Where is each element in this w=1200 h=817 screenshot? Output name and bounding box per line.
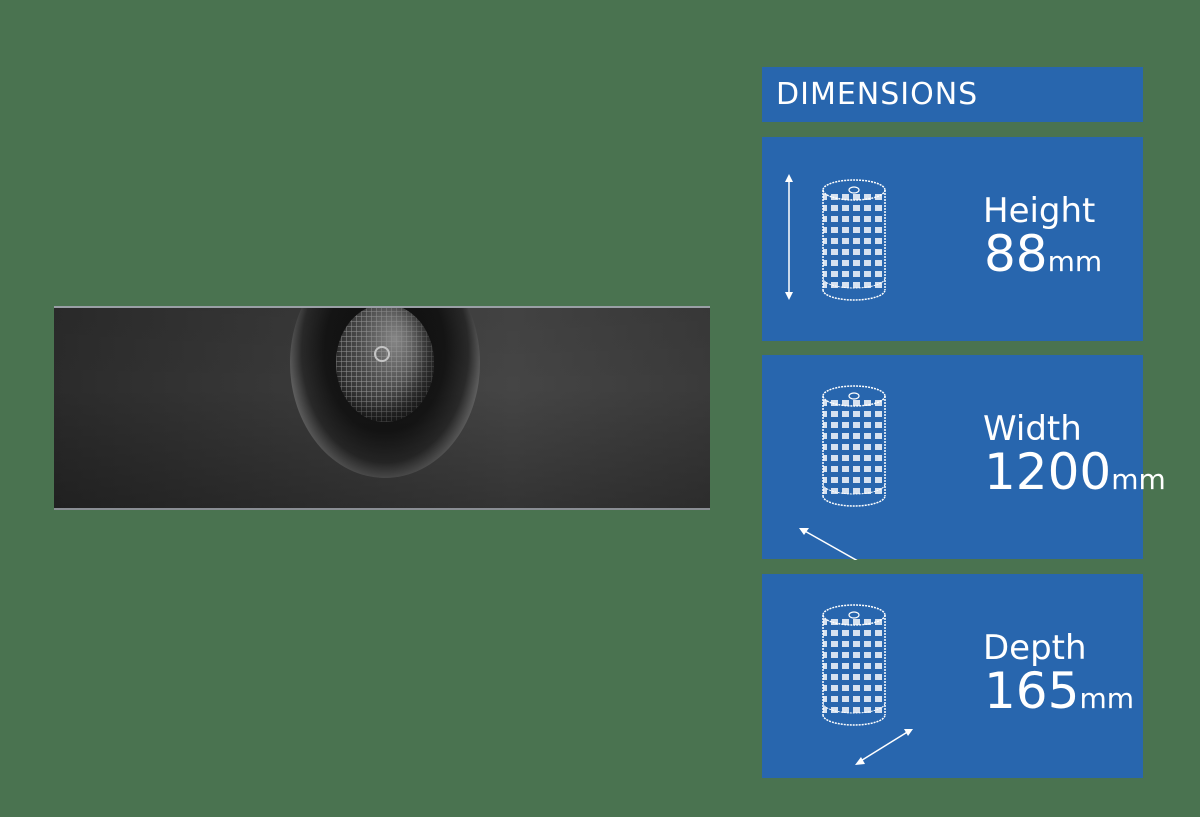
dimension-value: 88mm bbox=[984, 225, 1103, 283]
cylinder-height-arrow-icon bbox=[785, 174, 886, 301]
cylinder-width-arrow-icon bbox=[799, 385, 886, 560]
dimension-card-width: Width 1200mm bbox=[762, 355, 1166, 560]
dimension-value: 1200mm bbox=[984, 443, 1166, 501]
dimensions-header: DIMENSIONS bbox=[762, 67, 1143, 122]
product-image bbox=[54, 306, 710, 510]
dimensions-title: DIMENSIONS bbox=[776, 77, 979, 112]
mesh-sphere bbox=[336, 308, 434, 422]
dimension-label: Height bbox=[983, 191, 1096, 231]
dimension-card-height: Height 88mm bbox=[762, 137, 1143, 341]
dimension-value: 165mm bbox=[984, 662, 1134, 720]
dimension-card-depth: Depth 165mm bbox=[762, 574, 1143, 778]
dimension-label: Width bbox=[983, 409, 1082, 449]
logo-icon bbox=[374, 346, 390, 362]
dimension-label: Depth bbox=[983, 628, 1087, 668]
cylinder-depth-arrow-icon bbox=[822, 604, 913, 765]
